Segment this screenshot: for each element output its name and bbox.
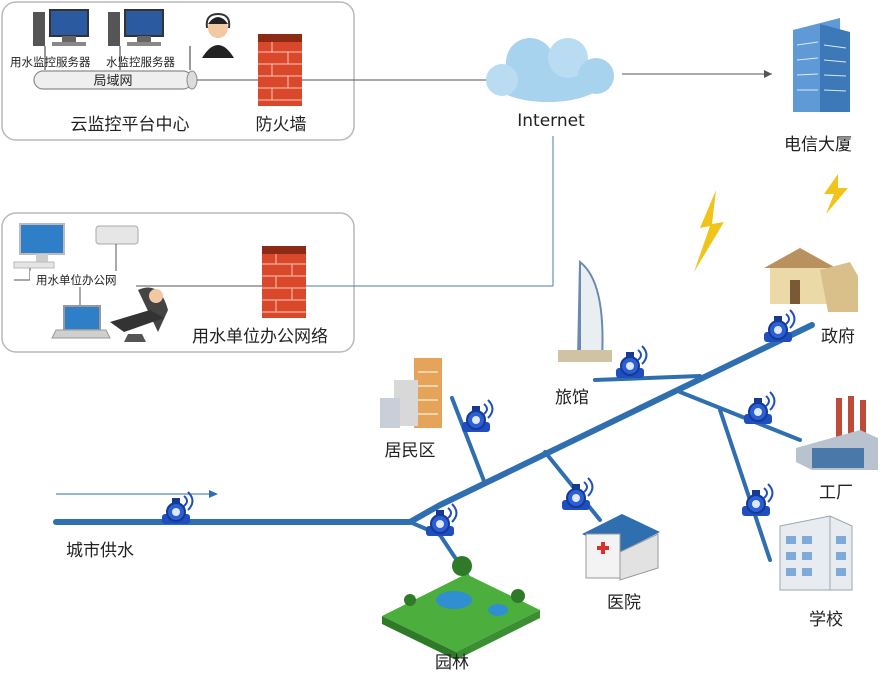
site-label-school: 学校 <box>809 610 843 630</box>
water-meter-icon <box>763 309 796 343</box>
hotel-icon <box>558 259 612 362</box>
server-label-1: 用水监控服务器 <box>10 55 91 69</box>
factory-icon <box>796 396 878 470</box>
internet-label: Internet <box>517 111 585 131</box>
water-meter-icon <box>461 399 494 433</box>
water-meter-icon <box>615 345 648 379</box>
site-label-factory: 工厂 <box>819 483 853 503</box>
office-lan-label: 用水单位办公网 <box>36 273 117 287</box>
firewall-icon <box>257 33 303 107</box>
water-meter-icon <box>161 491 194 525</box>
school-building-icon <box>779 515 853 591</box>
lightning-icon <box>824 174 848 214</box>
telecom-label: 电信大厦 <box>784 135 852 155</box>
site-label-hospital: 医院 <box>607 593 641 613</box>
residential-buildings-icon <box>380 358 442 428</box>
server-icon <box>108 9 164 46</box>
city-supply-label: 城市供水 <box>66 541 134 561</box>
water-meter-icon <box>561 477 594 511</box>
operator-icon <box>202 12 234 58</box>
mini-pc-icon <box>95 225 139 245</box>
server-icon <box>33 9 89 46</box>
firewall-label: 防火墙 <box>256 115 307 135</box>
firewall-icon <box>261 245 307 319</box>
office-network-title: 用水单位办公网络 <box>192 327 328 347</box>
lightning-icon <box>694 190 724 272</box>
government-building-icon <box>764 248 858 312</box>
desktop-computer-icon <box>13 223 65 269</box>
lan-label: 局域网 <box>93 74 132 89</box>
server-label-2: 水监控服务器 <box>106 55 175 69</box>
cloud-center-panel: 用水监控服务器 水监控服务器 局域网 云监控平台中心 防火墙 <box>1 1 355 141</box>
telecom-building-icon <box>793 18 850 112</box>
hospital-icon <box>582 514 660 581</box>
site-label-government: 政府 <box>821 327 855 347</box>
office-network-panel: 用水单位办公网 用水单位办公网络 <box>1 212 355 353</box>
site-label-residential: 居民区 <box>385 441 436 461</box>
park-icon <box>382 556 540 660</box>
site-label-hotel: 旅馆 <box>555 388 589 408</box>
businessman-icon <box>110 287 168 342</box>
internet-cloud-icon <box>486 38 614 102</box>
laptop-icon <box>51 305 111 339</box>
cloud-center-title: 云监控平台中心 <box>71 115 190 135</box>
water-meter-icon <box>743 391 776 425</box>
site-label-park: 园林 <box>435 653 469 672</box>
